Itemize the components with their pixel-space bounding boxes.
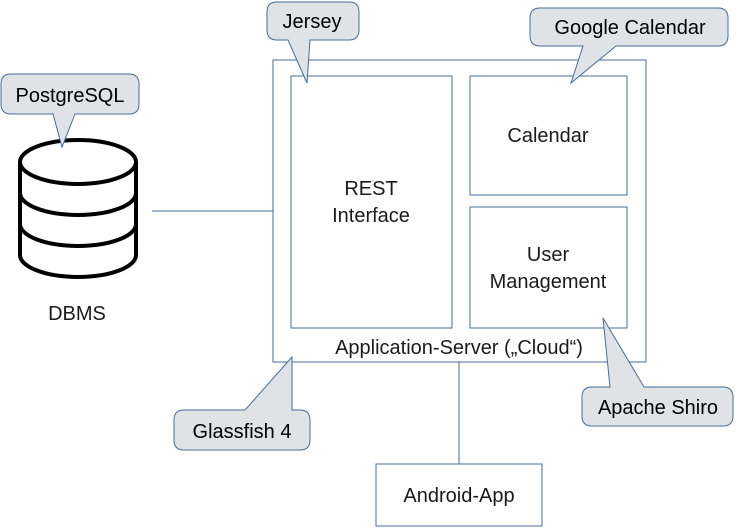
- calendar-label: Calendar: [507, 125, 589, 147]
- user-management-label-line1: User: [527, 244, 570, 266]
- dbms-label: DBMS: [48, 303, 106, 325]
- google-calendar-callout-text: Google Calendar: [554, 17, 706, 39]
- google-calendar-callout: Google Calendar: [529, 7, 729, 85]
- calendar-box: [469, 75, 628, 196]
- rest-interface-label-line1: REST: [344, 178, 397, 200]
- user-management-label-line2: Management: [490, 271, 607, 293]
- postgresql-callout: PostgreSQL: [0, 73, 140, 149]
- rest-interface-label-line2: Interface: [332, 205, 410, 227]
- glassfish-callout: Glassfish 4: [173, 355, 311, 451]
- application-server-label: Application-Server („Cloud“): [335, 337, 583, 359]
- jersey-callout-text: Jersey: [283, 11, 342, 33]
- rest-interface-box: [290, 75, 453, 329]
- user-management-box: [469, 206, 628, 329]
- postgresql-callout-text: PostgreSQL: [16, 85, 125, 107]
- apache-shiro-callout-text: Apache Shiro: [598, 397, 718, 419]
- glassfish-callout-text: Glassfish 4: [193, 421, 292, 443]
- apache-shiro-callout: Apache Shiro: [581, 317, 734, 427]
- android-app-box: [375, 463, 543, 527]
- android-app-label: Android-App: [403, 485, 514, 507]
- jersey-callout: Jersey: [266, 1, 360, 84]
- database-icon: [18, 138, 138, 279]
